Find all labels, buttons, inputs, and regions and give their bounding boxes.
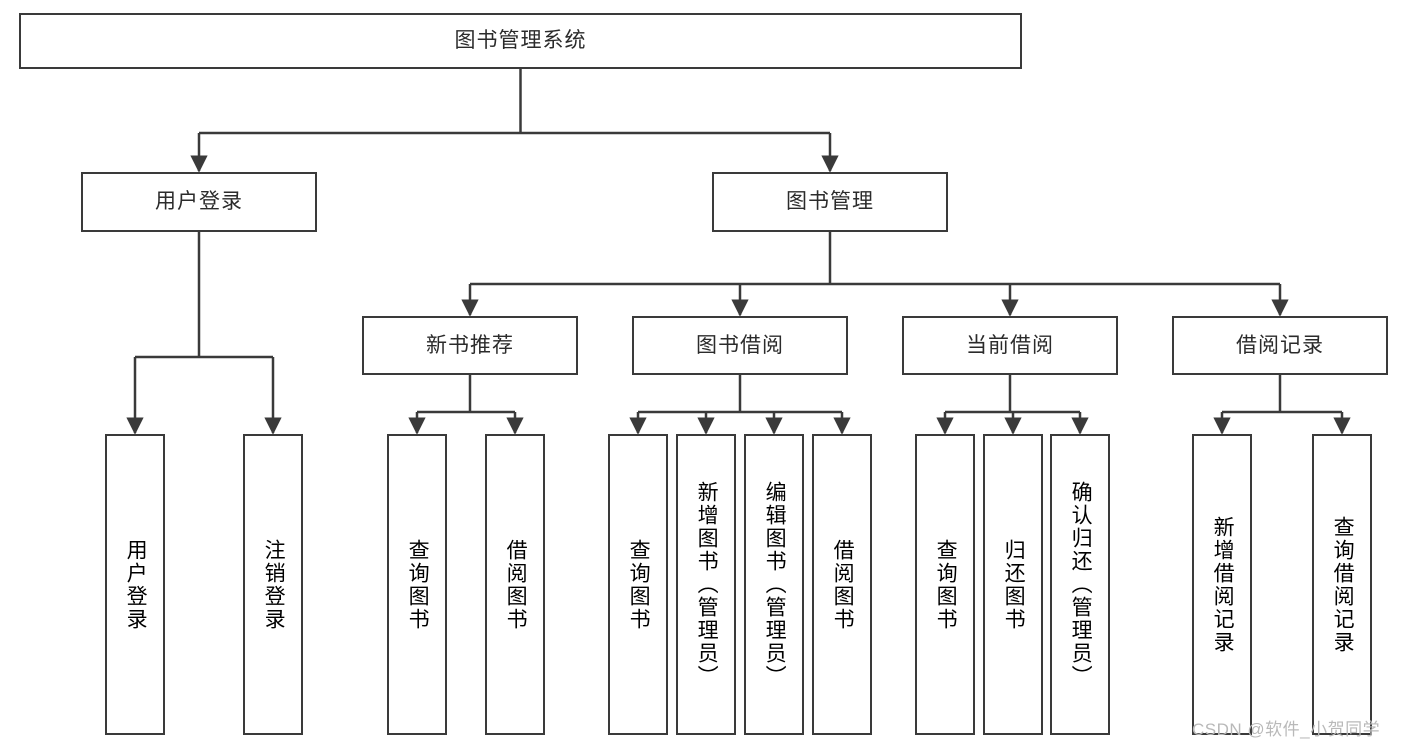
node-label: 图书借阅 xyxy=(696,333,784,357)
leaf-records-add-record[interactable]: 新增借阅记录 xyxy=(1192,434,1252,735)
leaf-label: 用户登录 xyxy=(124,538,148,631)
node-current-borrow[interactable]: 当前借阅 xyxy=(902,316,1118,375)
node-borrow-records[interactable]: 借阅记录 xyxy=(1172,316,1388,375)
node-label: 新书推荐 xyxy=(426,333,514,357)
leaf-borrow-borrow-books[interactable]: 借阅图书 xyxy=(812,434,872,735)
node-label: 借阅记录 xyxy=(1236,333,1324,357)
leaf-current-return-books[interactable]: 归还图书 xyxy=(983,434,1043,735)
node-root[interactable]: 图书管理系统 xyxy=(19,13,1022,69)
watermark: CSDN @软件_小贺同学 xyxy=(1192,720,1381,739)
leaf-label: 查询图书 xyxy=(406,538,430,631)
leaf-current-query-books[interactable]: 查询图书 xyxy=(915,434,975,735)
leaf-borrow-edit-book-admin[interactable]: 编辑图书（管理员） xyxy=(744,434,804,735)
leaf-label: 确认归还（管理员） xyxy=(1069,481,1093,688)
leaf-borrow-add-book-admin[interactable]: 新增图书（管理员） xyxy=(676,434,736,735)
node-label: 用户登录 xyxy=(155,190,243,214)
leaf-borrow-query-books[interactable]: 查询图书 xyxy=(608,434,668,735)
leaf-label: 查询借阅记录 xyxy=(1331,515,1355,654)
node-new-book-recommend[interactable]: 新书推荐 xyxy=(362,316,578,375)
leaf-label: 注销登录 xyxy=(262,538,286,631)
leaf-label: 新增借阅记录 xyxy=(1211,515,1235,654)
leaf-label: 查询图书 xyxy=(627,538,651,631)
leaf-label: 借阅图书 xyxy=(831,538,855,631)
node-book-borrow[interactable]: 图书借阅 xyxy=(632,316,848,375)
node-label: 图书管理系统 xyxy=(454,29,587,53)
node-label: 图书管理 xyxy=(786,190,874,214)
leaf-label: 编辑图书（管理员） xyxy=(763,481,787,688)
leaf-current-confirm-return-admin[interactable]: 确认归还（管理员） xyxy=(1050,434,1110,735)
leaf-records-query-record[interactable]: 查询借阅记录 xyxy=(1312,434,1372,735)
leaf-newbook-borrow-books[interactable]: 借阅图书 xyxy=(485,434,545,735)
leaf-label: 新增图书（管理员） xyxy=(695,481,719,688)
node-book-management[interactable]: 图书管理 xyxy=(712,172,948,232)
leaf-label: 查询图书 xyxy=(934,538,958,631)
leaf-newbook-query-books[interactable]: 查询图书 xyxy=(387,434,447,735)
leaf-label: 归还图书 xyxy=(1002,538,1026,631)
leaf-user-logout[interactable]: 注销登录 xyxy=(243,434,303,735)
node-user-login[interactable]: 用户登录 xyxy=(81,172,317,232)
node-label: 当前借阅 xyxy=(966,333,1054,357)
leaf-user-login[interactable]: 用户登录 xyxy=(105,434,165,735)
leaf-label: 借阅图书 xyxy=(504,538,528,631)
